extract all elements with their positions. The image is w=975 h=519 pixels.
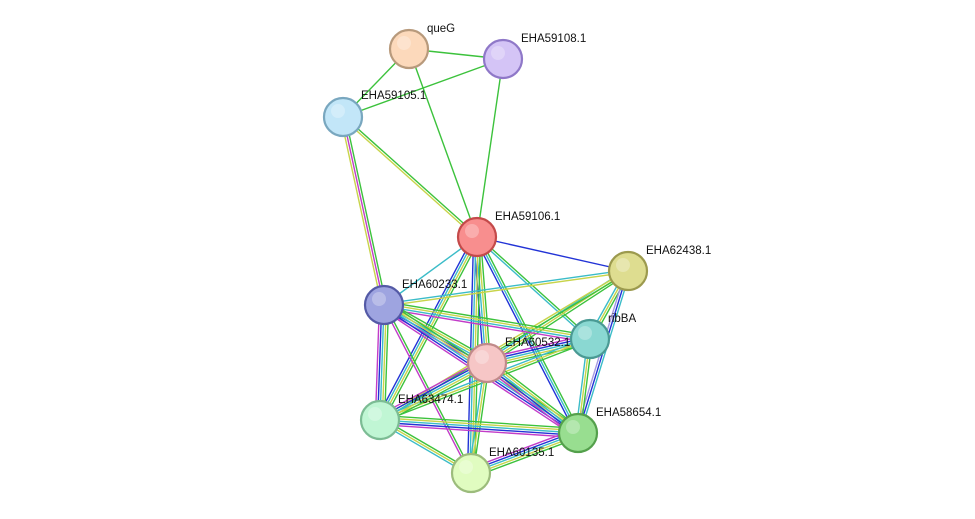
node-highlight: [372, 292, 386, 306]
edge-line-cyan: [383, 269, 628, 305]
edge-line-yellow: [380, 364, 489, 423]
node-highlight: [616, 258, 630, 272]
node-EHA59105.1[interactable]: EHA59105.1: [322, 90, 426, 138]
edge-line-yellow: [384, 271, 629, 307]
edge-line-green: [381, 366, 490, 425]
edge-line-magenta: [379, 423, 578, 439]
edge-line-green: [476, 58, 504, 238]
node-label: EHA63474.1: [398, 394, 463, 406]
edge-EHA60233.1-ribBA: [383, 300, 591, 344]
edge-line-blue: [379, 421, 578, 436]
edge-line-green: [479, 236, 492, 363]
node-highlight: [566, 420, 580, 434]
node-highlight: [578, 326, 592, 340]
node-EHA60135.1[interactable]: EHA60135.1: [450, 447, 554, 494]
edge-line-blue: [476, 236, 629, 272]
edge-line-yellow: [379, 269, 628, 420]
node-queG[interactable]: queG: [388, 23, 455, 70]
edge-line-green: [385, 300, 490, 360]
edge-line-green: [408, 48, 478, 238]
edge-line-green: [384, 300, 591, 337]
node-circle[interactable]: [359, 399, 401, 441]
node-highlight: [475, 350, 489, 364]
node-highlight: [397, 36, 411, 50]
edge-line-green: [344, 116, 387, 305]
node-circle[interactable]: [450, 452, 492, 494]
node-circle[interactable]: [363, 284, 405, 326]
node-highlight: [491, 46, 505, 60]
edge-line-blue: [474, 237, 577, 435]
edge-EHA59106.1-ribBA: [475, 235, 592, 341]
node-label: ribBA: [608, 313, 636, 325]
node-circle[interactable]: [569, 318, 611, 360]
edge-line-cyan: [383, 305, 590, 341]
edge-line-magenta: [342, 116, 385, 306]
edge-queG-EHA59106.1: [408, 48, 478, 238]
edge-line-green: [477, 235, 592, 339]
node-EHA59108.1[interactable]: EHA59108.1: [482, 33, 586, 80]
edge-line-cyan: [379, 419, 579, 434]
edge-line-green: [380, 414, 579, 430]
edge-line-yellow: [340, 117, 383, 306]
edge-line-magenta: [383, 307, 590, 344]
edge-line-green: [342, 58, 504, 118]
node-highlight: [459, 460, 473, 474]
node-EHA63474.1[interactable]: EHA63474.1: [359, 394, 463, 441]
node-EHA60532.1[interactable]: EHA60532.1: [466, 337, 570, 384]
node-label: EHA60233.1: [402, 279, 467, 291]
node-circle[interactable]: [607, 250, 649, 292]
edge-line-cyan: [476, 236, 579, 434]
edge-line-green: [478, 235, 581, 433]
edge-line-cyan: [475, 237, 590, 341]
node-highlight: [368, 407, 382, 421]
edge-line-green: [343, 115, 479, 237]
node-layer: queG EHA59108.1EHA59105.1EHA59106.1EHA624…: [322, 23, 711, 494]
edge-line-cyan: [579, 271, 631, 434]
node-circle[interactable]: [466, 342, 508, 384]
node-circle[interactable]: [456, 216, 498, 258]
edge-line-green: [380, 271, 629, 422]
node-label: EHA59105.1: [361, 90, 426, 102]
node-EHA60233.1[interactable]: EHA60233.1: [363, 279, 467, 326]
edge-EHA62438.1-EHA63474.1: [379, 269, 629, 422]
edge-EHA59108.1-EHA59105.1: [342, 58, 504, 118]
node-label: EHA60532.1: [505, 337, 570, 349]
edge-EHA63474.1-EHA58654.1: [379, 414, 579, 439]
node-label: EHA62438.1: [646, 245, 711, 257]
edge-line-blue: [378, 360, 487, 419]
edge-EHA59106.1-EHA58654.1: [474, 235, 581, 435]
node-label: EHA58654.1: [596, 407, 661, 419]
edge-EHA62438.1-EHA60233.1: [383, 269, 629, 307]
edge-line-magenta: [377, 358, 486, 417]
node-label: EHA59108.1: [521, 33, 586, 45]
node-label: EHA60135.1: [489, 447, 554, 459]
edge-EHA59108.1-EHA59106.1: [476, 58, 504, 238]
edge-EHA60532.1-EHA63474.1: [377, 358, 490, 425]
node-highlight: [331, 104, 345, 118]
node-EHA58654.1[interactable]: EHA58654.1: [557, 407, 661, 454]
node-ribBA[interactable]: ribBA: [569, 313, 636, 360]
node-circle[interactable]: [322, 96, 364, 138]
node-circle[interactable]: [557, 412, 599, 454]
edge-line-green: [487, 272, 630, 366]
edge-line-yellow: [380, 417, 579, 432]
edge-line-cyan: [379, 362, 488, 421]
node-EHA62438.1[interactable]: EHA62438.1: [607, 245, 711, 292]
node-label: queG: [427, 23, 455, 35]
edge-EHA59105.1-EHA60233.1: [340, 116, 387, 306]
edge-EHA59105.1-EHA59106.1: [341, 115, 479, 239]
edge-line-yellow: [384, 303, 591, 339]
node-highlight: [465, 224, 479, 238]
node-circle[interactable]: [482, 38, 524, 80]
node-circle[interactable]: [388, 28, 430, 70]
edge-EHA59106.1-EHA62438.1: [476, 236, 629, 272]
node-EHA59106.1[interactable]: EHA59106.1: [456, 211, 560, 258]
node-label: EHA59106.1: [495, 211, 560, 223]
edge-line-yellow: [341, 117, 477, 239]
